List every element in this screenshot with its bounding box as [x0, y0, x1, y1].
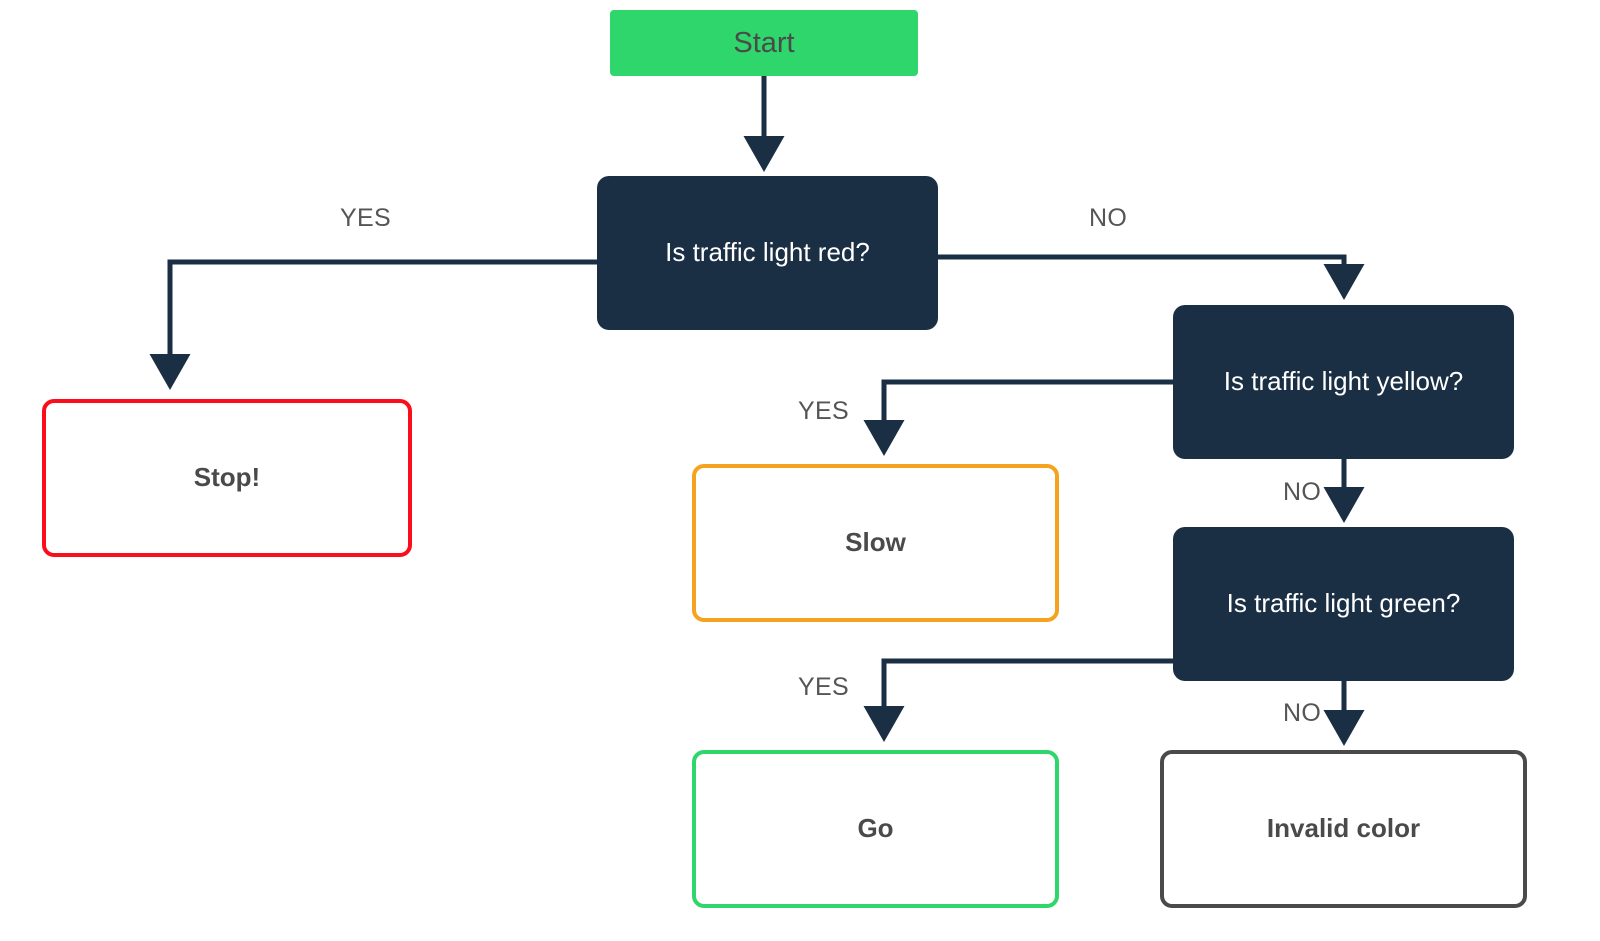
edge-label-green-no: NO	[1283, 699, 1322, 727]
node-outcome-go[interactable]: Go	[692, 750, 1059, 908]
node-outcome-stop[interactable]: Stop!	[42, 399, 412, 557]
edge-label-green-yes: YES	[798, 673, 849, 701]
node-decision-is-yellow[interactable]: Is traffic light yellow?	[1173, 305, 1514, 459]
edge-red-yes-to-stop	[149, 259, 597, 390]
edge-label-red-yes: YES	[340, 204, 391, 232]
node-outcome-invalid-color[interactable]: Invalid color	[1160, 750, 1527, 908]
edge-green-yes-to-go	[863, 658, 1173, 742]
edge-label-yellow-yes: YES	[798, 397, 849, 425]
node-decision-is-green[interactable]: Is traffic light green?	[1173, 527, 1514, 681]
node-outcome-slow[interactable]: Slow	[692, 464, 1059, 622]
edge-yellow-yes-to-slow	[863, 379, 1173, 456]
edge-label-yellow-no: NO	[1283, 478, 1322, 506]
edge-red-no-to-yellow	[938, 254, 1365, 300]
node-decision-is-red[interactable]: Is traffic light red?	[597, 176, 938, 330]
node-start[interactable]: Start	[610, 10, 918, 76]
edge-label-red-no: NO	[1089, 204, 1128, 232]
